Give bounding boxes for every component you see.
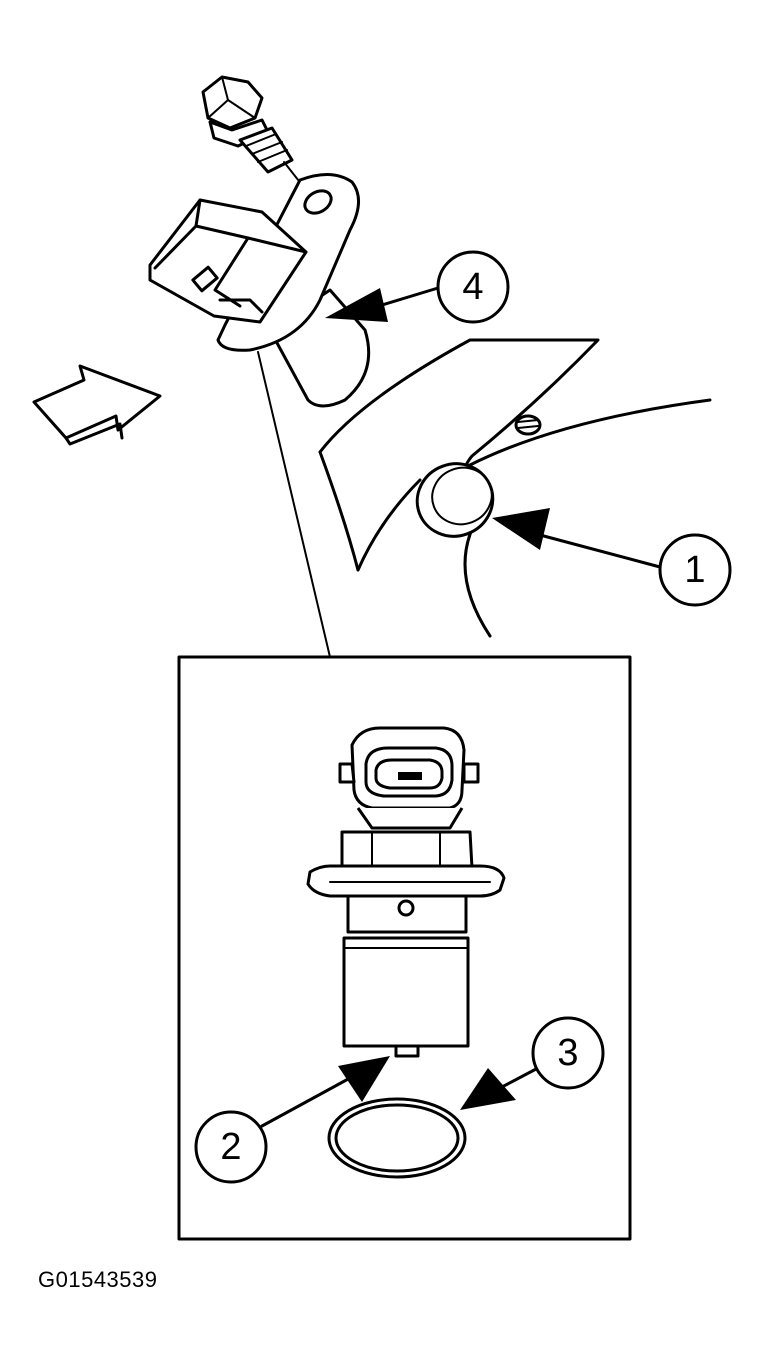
callout-1: 1 — [492, 508, 732, 607]
sensor-icon — [148, 173, 371, 408]
detail-sensor-icon — [306, 726, 506, 1058]
callout-2-label: 2 — [220, 1126, 241, 1168]
detail-inset-frame — [177, 655, 632, 1241]
callout-3-label: 3 — [557, 1032, 578, 1074]
detail-leader-line — [257, 351, 331, 658]
callout-2: 2 — [194, 1056, 390, 1184]
callout-4: 4 — [325, 250, 510, 324]
o-ring-icon — [327, 1097, 467, 1179]
callout-1-label: 1 — [684, 549, 705, 591]
bolt-icon — [201, 75, 307, 191]
callout-3: 3 — [460, 1016, 605, 1110]
engine-mounting-hole-icon — [415, 462, 495, 538]
figure-id-label: G01543539 — [38, 1267, 158, 1292]
callout-4-label: 4 — [462, 266, 483, 308]
engine-block — [318, 338, 712, 638]
view-direction-arrow-icon — [32, 364, 162, 446]
